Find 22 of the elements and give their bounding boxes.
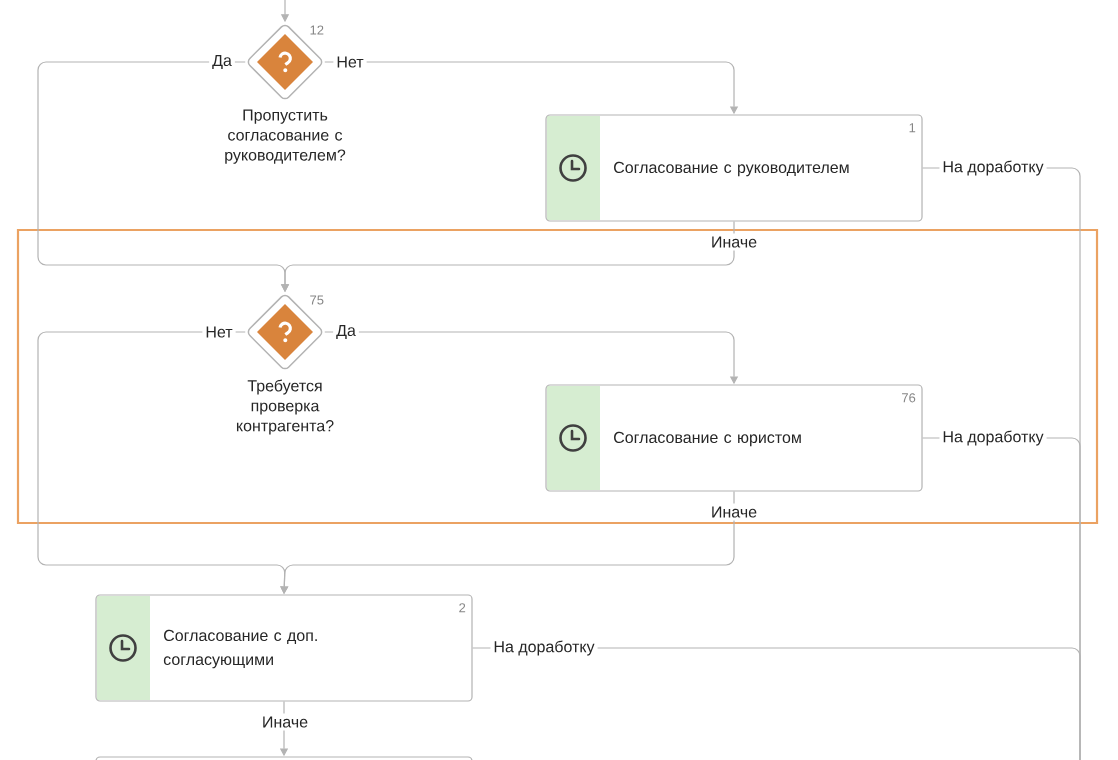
step-number: 75 [310,295,324,305]
edge-label: На доработку [939,157,1047,179]
step-number: 12 [310,25,324,35]
edge-label: Нет [333,53,367,71]
edge-label: Нет [202,323,236,341]
step-number: 2 [459,603,466,613]
step-number: 1 [909,123,916,133]
edge-label: Да [333,321,359,343]
edge-label: Иначе [707,233,761,251]
task-title: Согласование с руководителем [614,161,849,177]
decision-label: Требуется проверка контрагента? [237,379,334,435]
task-title: Согласование с юристом [614,431,801,447]
edge-label: Иначе [258,713,312,731]
edge-label: На доработку [490,637,598,659]
highlight-frame [16,228,1099,525]
task-box [95,756,473,760]
edge-label: На доработку [939,427,1047,449]
step-number: 76 [902,393,916,403]
task-title: Согласование с доп. согласующими [163,629,317,669]
edge-label: Да [209,51,235,73]
decision-label: Пропустить согласование с руководителем? [225,109,346,164]
edge-label: Иначе [707,503,761,521]
